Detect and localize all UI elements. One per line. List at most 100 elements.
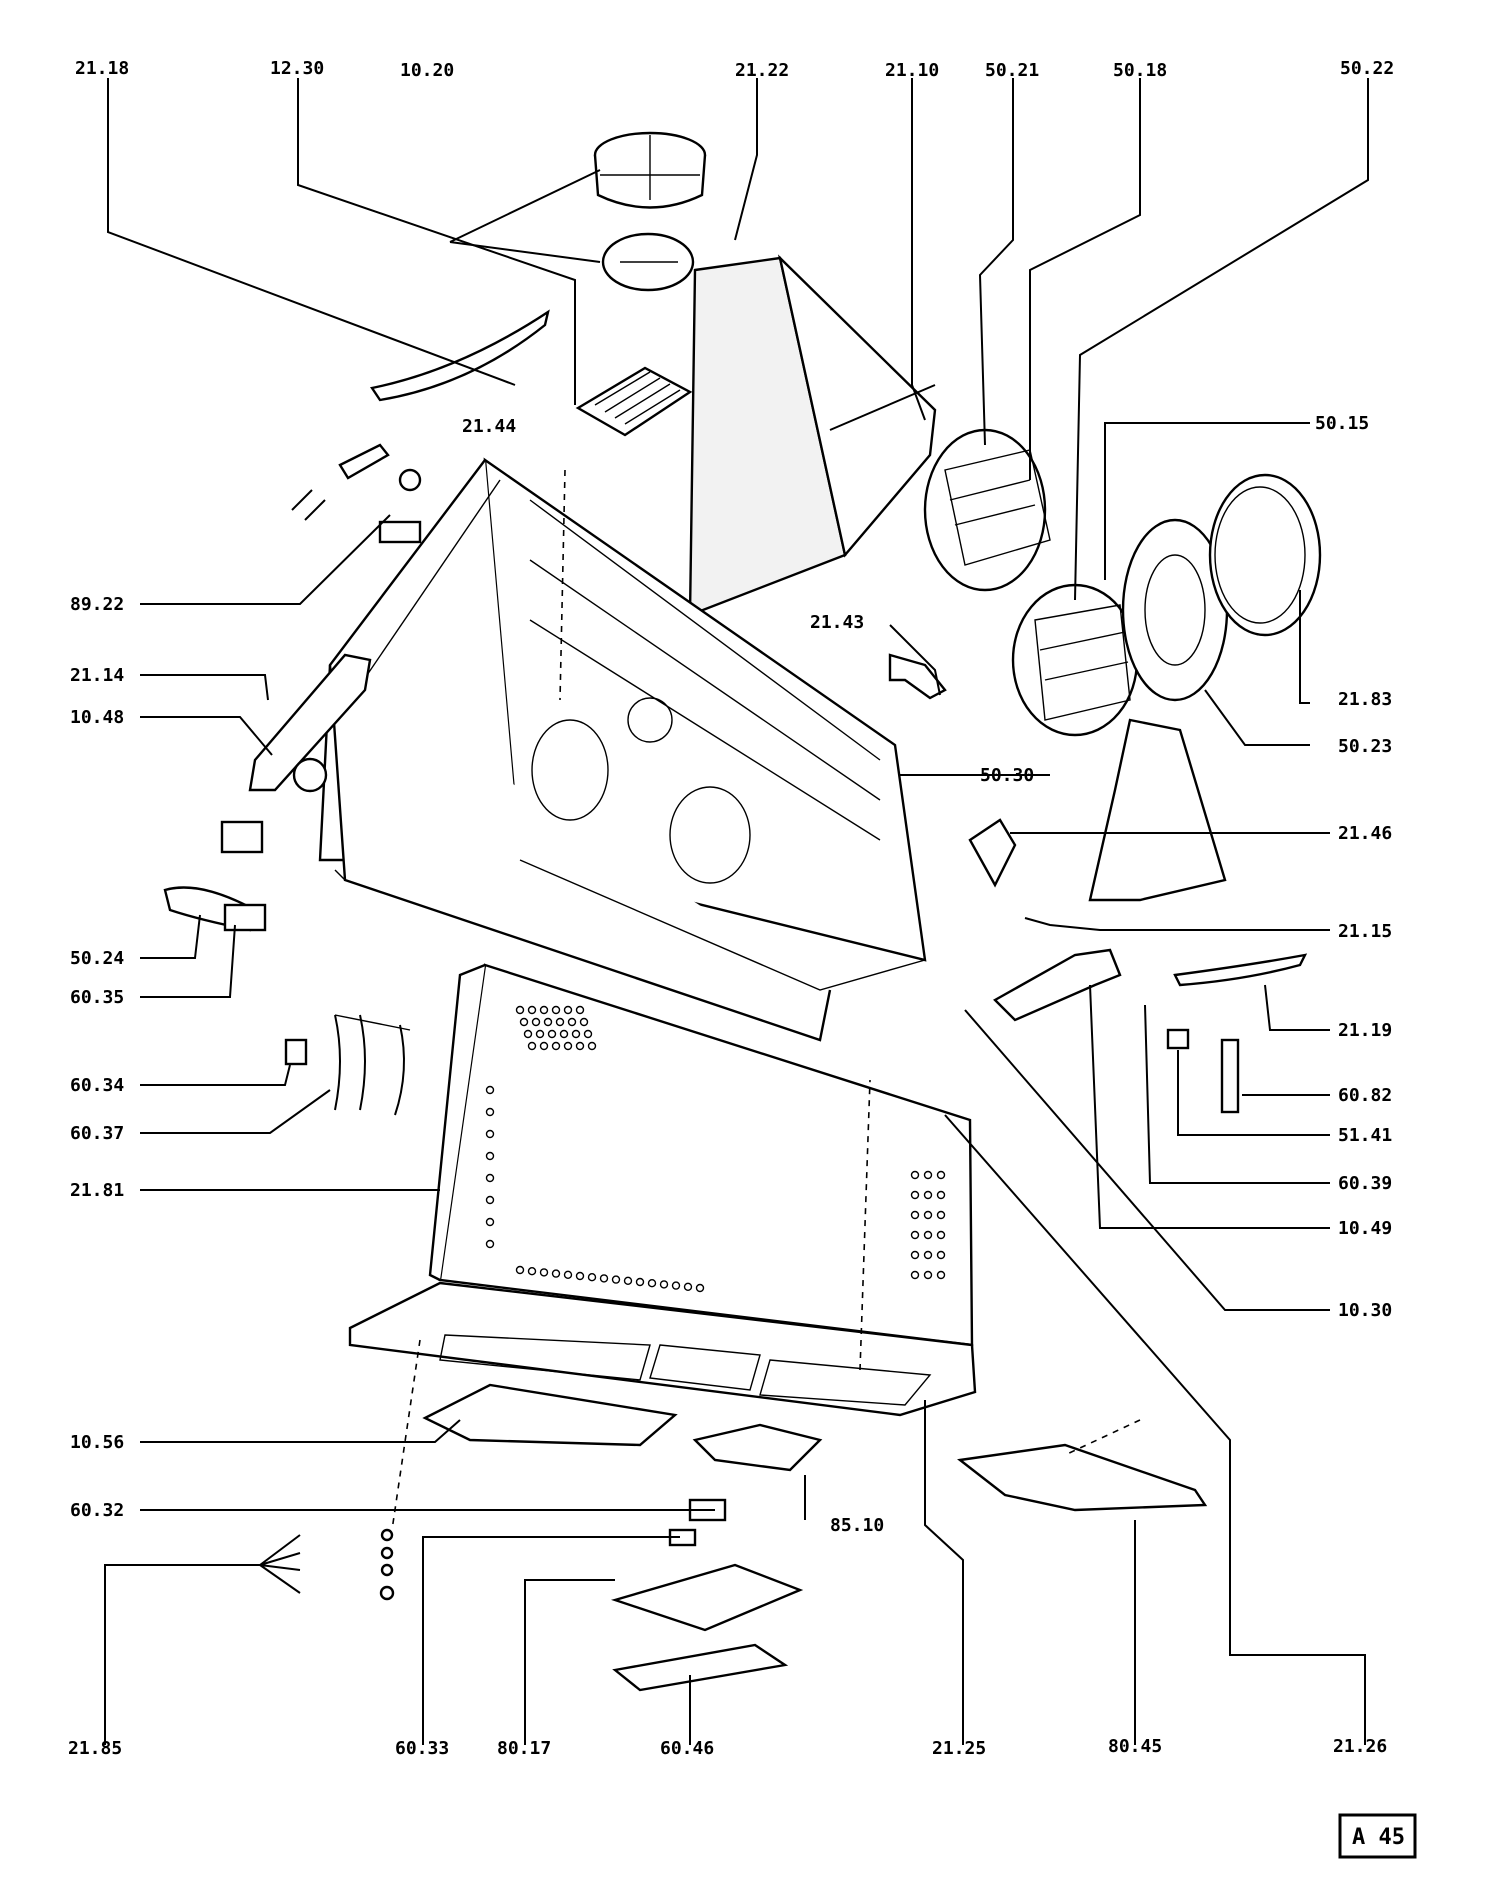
callout-label: 21.44 (462, 416, 516, 437)
right-duct-part (1088, 718, 1227, 902)
perforation-hole (527, 1041, 537, 1051)
perforation-hole (527, 1266, 537, 1276)
callout-label: 60.35 (70, 987, 124, 1008)
control-board-part (692, 1423, 823, 1472)
perforation-hole (547, 1029, 557, 1039)
callout-label: 85.10 (830, 1515, 884, 1536)
callout-label: 21.83 (1338, 689, 1392, 710)
callout-label: 21.46 (1338, 823, 1392, 844)
perforation-hole (485, 1239, 495, 1249)
perforation-hole (539, 1041, 549, 1051)
perforation-hole (910, 1190, 920, 1200)
perforation-hole (567, 1017, 577, 1027)
callout-label: 21.15 (1338, 921, 1392, 942)
callout-label: 89.22 (70, 594, 124, 615)
switch-knob-part (1166, 1028, 1190, 1050)
filter-ring-part (1208, 473, 1322, 637)
perforation-hole (555, 1017, 565, 1027)
perforation-hole (923, 1210, 933, 1220)
perforation-hole (551, 1005, 561, 1015)
callout-label: 60.37 (70, 1123, 124, 1144)
callout-label: 50.21 (985, 60, 1039, 81)
perforation-hole (515, 1265, 525, 1275)
perforation-hole (683, 1282, 693, 1292)
perforation-hole (519, 1017, 529, 1027)
perforation-hole (563, 1041, 573, 1051)
perforation-hole (539, 1005, 549, 1015)
perforation-hole (599, 1274, 609, 1283)
perforation-hole (923, 1230, 933, 1240)
side-assembly-part (957, 1443, 1208, 1512)
trim-strip-right (1173, 953, 1308, 987)
perforation-hole (527, 1005, 537, 1015)
callout-label: 50.23 (1338, 736, 1392, 757)
top-duct-panel (777, 254, 937, 558)
perforation-hole (551, 1041, 561, 1051)
perforation-hole (910, 1210, 920, 1220)
callout-label: 50.22 (1340, 58, 1394, 79)
perforation-hole (539, 1268, 549, 1277)
callout-label: 21.14 (70, 665, 124, 686)
perforation-hole (535, 1029, 545, 1039)
callout-label: 60.34 (70, 1075, 124, 1096)
perforation-hole (485, 1085, 495, 1095)
perforation-hole (551, 1269, 561, 1278)
pcb-part (610, 1563, 804, 1632)
callout-label: 10.56 (70, 1432, 124, 1453)
motor-part (923, 428, 1051, 592)
callout-label: 60.39 (1338, 1173, 1392, 1194)
fan-disc-part (601, 232, 695, 292)
perforation-hole (936, 1210, 946, 1220)
callout-label: 21.43 (810, 612, 864, 633)
callout-label: 10.48 (70, 707, 124, 728)
callout-label: 21.22 (735, 60, 789, 81)
callout-label: 51.41 (1338, 1125, 1392, 1146)
callout-label: 60.82 (1338, 1085, 1392, 1106)
perforation-hole (575, 1005, 585, 1015)
perforation-hole (923, 1190, 933, 1200)
perforation-hole (647, 1278, 657, 1288)
perforation-hole (523, 1029, 533, 1039)
side-bracket-right (993, 948, 1122, 1022)
lamp-socket-part (223, 903, 267, 932)
callout-label: 10.20 (400, 60, 454, 81)
main-hood-body (318, 457, 927, 1042)
light-cover-part (422, 1383, 678, 1447)
perforation-hole (910, 1270, 920, 1280)
callout-label: 50.18 (1113, 60, 1167, 81)
perforation-hole (575, 1271, 585, 1281)
connector-part (220, 820, 264, 854)
callout-label: 10.49 (1338, 1218, 1392, 1239)
perforation-hole (485, 1151, 495, 1161)
perforation-hole (936, 1190, 946, 1200)
perforation-hole (485, 1217, 495, 1227)
perforation-hole (515, 1005, 525, 1015)
bracket-small-part (968, 818, 1017, 888)
callout-label: 50.24 (70, 948, 124, 969)
perforation-hole (936, 1250, 946, 1260)
perforation-hole (635, 1277, 645, 1287)
pcb-cover-part (612, 1643, 789, 1692)
perforation-hole (575, 1041, 585, 1051)
callout-label: 60.46 (660, 1738, 714, 1759)
small-hardware-group (291, 443, 422, 544)
parts-illustration (163, 131, 1322, 1692)
perforation-hole (910, 1250, 920, 1260)
callout-label: 21.85 (68, 1738, 122, 1759)
callout-labels: 21.18 12.30 10.20 21.22 21.10 50.21 50.1… (68, 58, 1394, 1759)
perforation-hole (571, 1029, 581, 1039)
fan-ring-part (593, 131, 707, 209)
callout-label: 80.17 (497, 1738, 551, 1759)
perforation-hole (543, 1017, 553, 1027)
page-badge-label: A 45 (1352, 1825, 1405, 1850)
perforation-hole (623, 1276, 633, 1286)
filter-panel-part (428, 963, 974, 1347)
perforation-hole (936, 1170, 946, 1180)
perforation-hole (910, 1230, 920, 1240)
callout-label: 50.15 (1315, 413, 1369, 434)
perforation-hole (671, 1281, 681, 1290)
grille-part (575, 366, 693, 437)
impeller-disc-part (1121, 518, 1229, 702)
perforation-hole (936, 1270, 946, 1280)
